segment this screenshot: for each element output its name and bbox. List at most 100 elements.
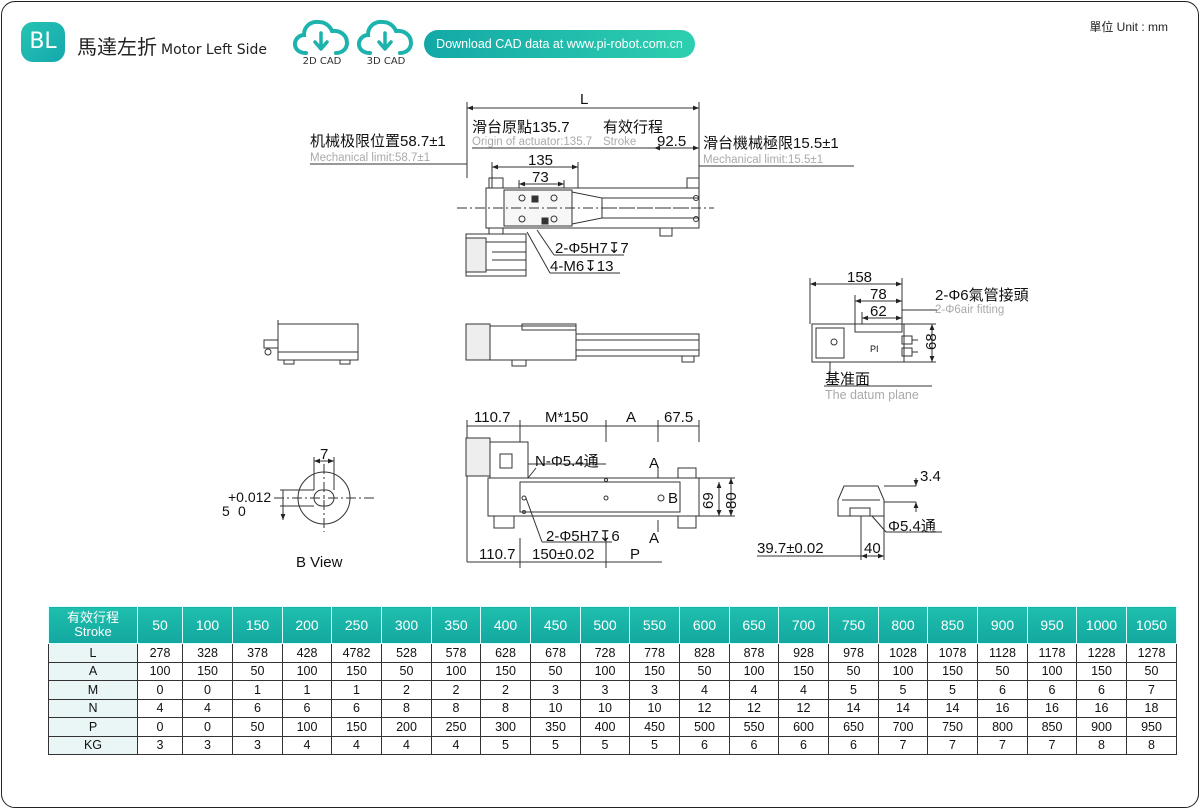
table-cell: 150 <box>182 661 233 681</box>
table-cell: 200 <box>381 717 432 737</box>
table-cell: 100 <box>729 661 779 681</box>
b-view <box>274 457 374 532</box>
table-cell: 6 <box>232 698 283 718</box>
dim-p: P <box>630 546 640 563</box>
table-cell: 928 <box>778 643 829 663</box>
stroke-col-header: 950 <box>1027 606 1077 644</box>
table-cell: 18 <box>1126 698 1177 718</box>
table-cell: 10 <box>629 698 680 718</box>
table-cell: 700 <box>878 717 928 737</box>
table-cell: 150 <box>629 661 680 681</box>
table-cell: 5 <box>580 735 630 755</box>
dim-67-5: 67.5 <box>664 409 693 426</box>
cloud-download-icon <box>292 19 350 55</box>
table-cell: 5 <box>480 735 531 755</box>
row-label: M <box>48 680 138 700</box>
table-cell: 1128 <box>977 643 1028 663</box>
stroke-col-header: 100 <box>182 606 233 644</box>
dim-69: 69 <box>700 492 717 509</box>
dim-a-top: A <box>626 409 636 426</box>
hole-label-1: 2-Φ5H7↧7 <box>555 240 629 257</box>
title-cn: 馬達左折 <box>77 35 157 59</box>
hole-label-1-text: 2-Φ5H7 <box>555 240 608 257</box>
b-view-marker: B <box>668 490 678 507</box>
table-cell: 650 <box>828 717 879 737</box>
dim-phi-5-4: Φ5.4通 <box>888 518 936 535</box>
table-cell: 628 <box>480 643 531 663</box>
table-cell: 678 <box>530 643 581 663</box>
table-cell: 450 <box>629 717 680 737</box>
dim-92-5: 92.5 <box>657 133 686 150</box>
table-cell: 278 <box>137 643 183 663</box>
row-label: N <box>48 698 138 718</box>
table-cell: 6 <box>282 698 332 718</box>
table-cell: 4 <box>729 680 779 700</box>
table-cell: 3 <box>530 680 581 700</box>
table-cell: 50 <box>679 661 730 681</box>
table-cell: 50 <box>232 717 283 737</box>
table-cell: 950 <box>1126 717 1177 737</box>
air-fitting-en: 2-Φ6air fitting <box>935 304 1004 316</box>
air-fitting-cn: 2-Φ6氣管接頭 <box>935 287 1029 304</box>
table-cell: 7 <box>927 735 978 755</box>
stroke-col-header: 550 <box>629 606 680 644</box>
cad-2d-label: 2D CAD <box>302 56 342 67</box>
cloud-download-icon <box>356 19 414 55</box>
stroke-col-header: 350 <box>431 606 481 644</box>
unit-label: 單位 Unit : mm <box>1089 20 1168 34</box>
dim-78: 78 <box>870 286 887 303</box>
table-cell: 14 <box>878 698 928 718</box>
table-cell: 5 <box>530 735 581 755</box>
cad-2d-button[interactable]: 2D CAD <box>290 15 354 71</box>
origin-en: Origin of actuator:135.7 <box>472 136 592 148</box>
table-cell: 150 <box>927 661 978 681</box>
table-cell: 4 <box>381 735 432 755</box>
table-cell: 50 <box>530 661 581 681</box>
b-view-label: B View <box>296 554 343 571</box>
table-cell: 300 <box>480 717 531 737</box>
stroke-cn: 有效行程 <box>603 119 663 136</box>
table-cell: 978 <box>828 643 879 663</box>
table-cell: 800 <box>977 717 1028 737</box>
table-cell: 778 <box>629 643 680 663</box>
table-cell: 4 <box>182 698 233 718</box>
table-cell: 1178 <box>1027 643 1077 663</box>
table-cell: 100 <box>282 717 332 737</box>
table-cell: 500 <box>679 717 730 737</box>
dim-3-4: 3.4 <box>920 468 941 485</box>
table-cell: 7 <box>1027 735 1077 755</box>
table-cell: 378 <box>232 643 283 663</box>
datum-en: The datum plane <box>825 388 919 402</box>
table-cell: 3 <box>232 735 283 755</box>
bottom-hole-label-depth: 6 <box>611 528 619 545</box>
table-cell: 100 <box>1027 661 1077 681</box>
table-cell: 3 <box>137 735 183 755</box>
table-cell: 4 <box>137 698 183 718</box>
table-cell: 100 <box>878 661 928 681</box>
cad-3d-button[interactable]: 3D CAD <box>354 15 418 71</box>
dim-150: 150±0.02 <box>532 546 594 563</box>
table-cell: 4 <box>331 735 382 755</box>
hole-label-1-depth: 7 <box>620 240 628 257</box>
table-cell: 4 <box>282 735 332 755</box>
hole-label-2-text: 4-M6 <box>550 258 584 275</box>
table-cell: 7 <box>878 735 928 755</box>
table-cell: 550 <box>729 717 779 737</box>
dim-0: 0 <box>238 503 246 519</box>
download-cad-button[interactable]: Download CAD data at www.pi-robot.com.cn <box>424 30 695 58</box>
n-hole-label: N-Φ5.4通 <box>535 453 599 470</box>
stroke-col-header: 150 <box>232 606 283 644</box>
table-cell: 50 <box>381 661 432 681</box>
table-cell: 3 <box>629 680 680 700</box>
side-view-center <box>465 323 700 367</box>
table-cell: 1 <box>331 680 382 700</box>
table-cell: 150 <box>1076 661 1127 681</box>
table-cell: 4782 <box>331 643 382 663</box>
table-cell: 12 <box>679 698 730 718</box>
stroke-col-header: 750 <box>828 606 879 644</box>
bottom-view <box>465 420 735 568</box>
